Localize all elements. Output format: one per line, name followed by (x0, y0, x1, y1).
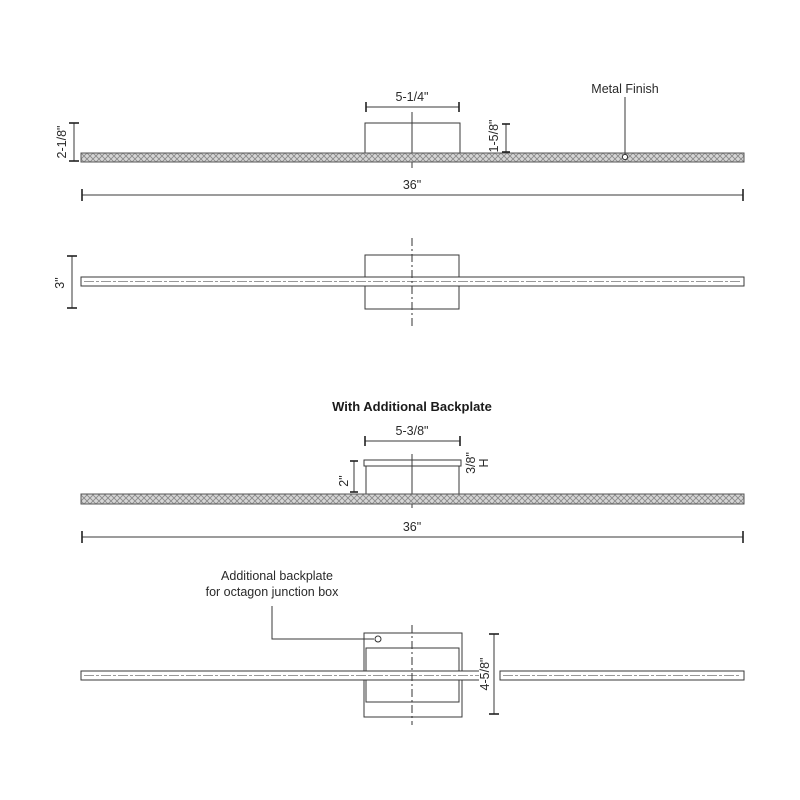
depth-label: 3" (53, 277, 67, 288)
offset-dimension: 1-5/8" (487, 120, 510, 153)
metal-finish-label: Metal Finish (591, 82, 658, 96)
top-view: 3" (53, 238, 745, 328)
backplate-width-dimension: 5-3/8" (364, 424, 461, 446)
backplate-top-view: Additional backplate for octagon junctio… (80, 569, 745, 725)
backplate-thickness-suffix: H (477, 458, 491, 467)
length-dimension: 36" (81, 178, 744, 201)
length-label: 36" (403, 178, 421, 192)
backplate-thickness-label: 3/8" (464, 452, 478, 474)
section-title: With Additional Backplate (332, 399, 492, 414)
backplate-elevation-view: 5-3/8" 2" 3/8" H 36" (80, 424, 745, 543)
offset-label: 1-5/8" (487, 120, 501, 153)
canopy-width-label: 5-1/4" (396, 90, 429, 104)
height-dimension: 2-1/8" (55, 122, 79, 162)
callout-line1: Additional backplate (221, 569, 333, 583)
length-label: 36" (403, 520, 421, 534)
backplate-height-label: 4-5/8" (478, 658, 492, 691)
height-label: 2-1/8" (55, 126, 69, 159)
depth-dimension: 3" (53, 255, 77, 309)
callout-line2: for octagon junction box (206, 585, 339, 599)
metal-finish-callout: Metal Finish (591, 82, 659, 161)
light-bar (80, 493, 745, 505)
junction-box-callout: Additional backplate for octagon junctio… (206, 569, 382, 643)
length-dimension: 36" (81, 520, 744, 543)
canopy-width-dimension: 5-1/4" (365, 90, 460, 112)
height-dimension: 2" (337, 460, 358, 493)
light-bar (80, 152, 745, 163)
backplate-thickness-dimension: 3/8" H (464, 452, 491, 474)
backplate-height-dimension: 4-5/8" (478, 633, 499, 715)
backplate-width-label: 5-3/8" (396, 424, 429, 438)
front-elevation-view: 5-1/4" 2-1/8" 1-5/8" Metal Finish 36" (55, 82, 745, 201)
height-label: 2" (337, 475, 351, 486)
